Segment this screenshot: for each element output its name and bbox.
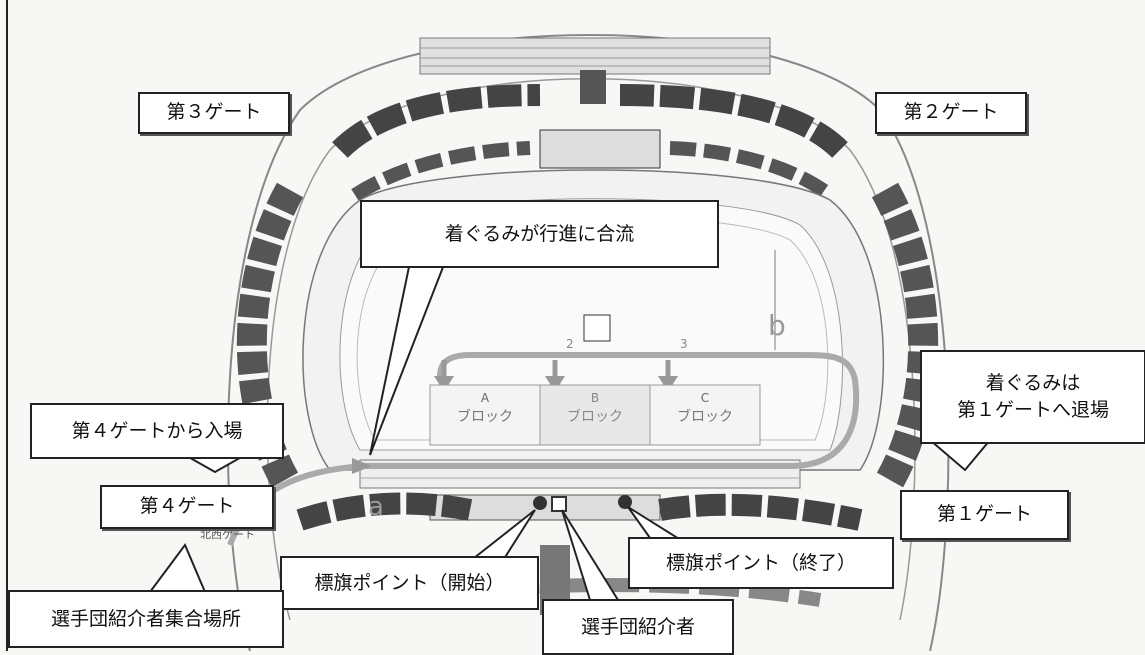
block-b [539, 384, 651, 446]
introducer-text: 選手団紹介者 [580, 615, 695, 638]
point-b-label: b [768, 309, 786, 342]
gate4-sign: 北西ゲート [200, 528, 255, 541]
mascot-exit-line2: 第１ゲートへ退場 [956, 399, 1109, 421]
page-border [6, 0, 8, 651]
drop-arrow-c-head [658, 376, 678, 392]
introducer-area-callout: 選手団紹介者集合場所 [8, 590, 284, 648]
south-seating-right [658, 493, 863, 531]
east-seating [871, 182, 939, 488]
mascot-join-text: 着ぐるみが行進に合流 [444, 222, 635, 245]
block-c-label: ブロック [677, 408, 733, 425]
drop-arrow-a-head [434, 376, 454, 392]
gate4-label: 第４ゲート [100, 485, 274, 529]
enter-gate4-callout: 第４ゲートから入場 [30, 403, 284, 459]
lane-number-2: 2 [566, 337, 574, 351]
gate1-label: 第１ゲート [900, 490, 1069, 540]
point-a-label: a [368, 492, 384, 522]
second-tier-right [669, 141, 835, 201]
field-center-marker [583, 314, 611, 342]
mascot-join-callout: 着ぐるみが行進に合流 [360, 200, 719, 268]
parade-route [227, 352, 860, 547]
block-a-letter: A [481, 391, 490, 405]
gate2-label: 第２ゲート [875, 92, 1027, 134]
block-a [429, 384, 541, 446]
introducer-area-text: 選手団紹介者集合場所 [50, 607, 241, 630]
main-stand-roof [419, 37, 771, 75]
lane-number-3: 3 [680, 337, 688, 351]
second-tier-left [351, 141, 531, 201]
gate1-text: 第１ゲート [936, 503, 1032, 526]
flag-end-text: 標旗ポイント（終了） [665, 551, 856, 574]
upper-seating-right [619, 84, 848, 159]
flag-end-callout: 標旗ポイント（終了） [628, 537, 894, 589]
block-a-label: ブロック [457, 408, 513, 425]
enter-gate4-text: 第４ゲートから入場 [71, 419, 243, 442]
entry-arrow-head [352, 458, 372, 474]
block-c-letter: C [701, 391, 709, 405]
drop-arrow-b-head [545, 376, 565, 392]
block-b-letter: B [591, 391, 599, 405]
press-box [539, 129, 661, 169]
upper-seating-left [332, 84, 541, 159]
mascot-exit-callout: 着ぐるみは 第１ゲートへ退場 [920, 350, 1145, 444]
gate2-text: 第２ゲート [903, 101, 999, 124]
mascot-exit-line1: 着ぐるみは [985, 372, 1081, 395]
block-b-label: ブロック [567, 408, 623, 425]
flag-start-callout: 標旗ポイント（開始） [280, 556, 539, 610]
flag-point-end [618, 495, 632, 509]
south-seating-left [296, 492, 473, 531]
tail-mascot-exit [927, 439, 993, 472]
introducer-callout: 選手団紹介者 [542, 599, 734, 655]
top-tower [580, 70, 606, 104]
gate3-text: 第３ゲート [166, 101, 262, 124]
flag-point-start [533, 496, 547, 510]
introducer-stand [551, 496, 567, 512]
block-c [649, 384, 761, 446]
flag-start-text: 標旗ポイント（開始） [314, 571, 505, 594]
gate3-label: 第３ゲート [138, 92, 290, 134]
gate4-text: 第４ゲート [139, 495, 235, 518]
tail-introducer-area [148, 543, 207, 593]
